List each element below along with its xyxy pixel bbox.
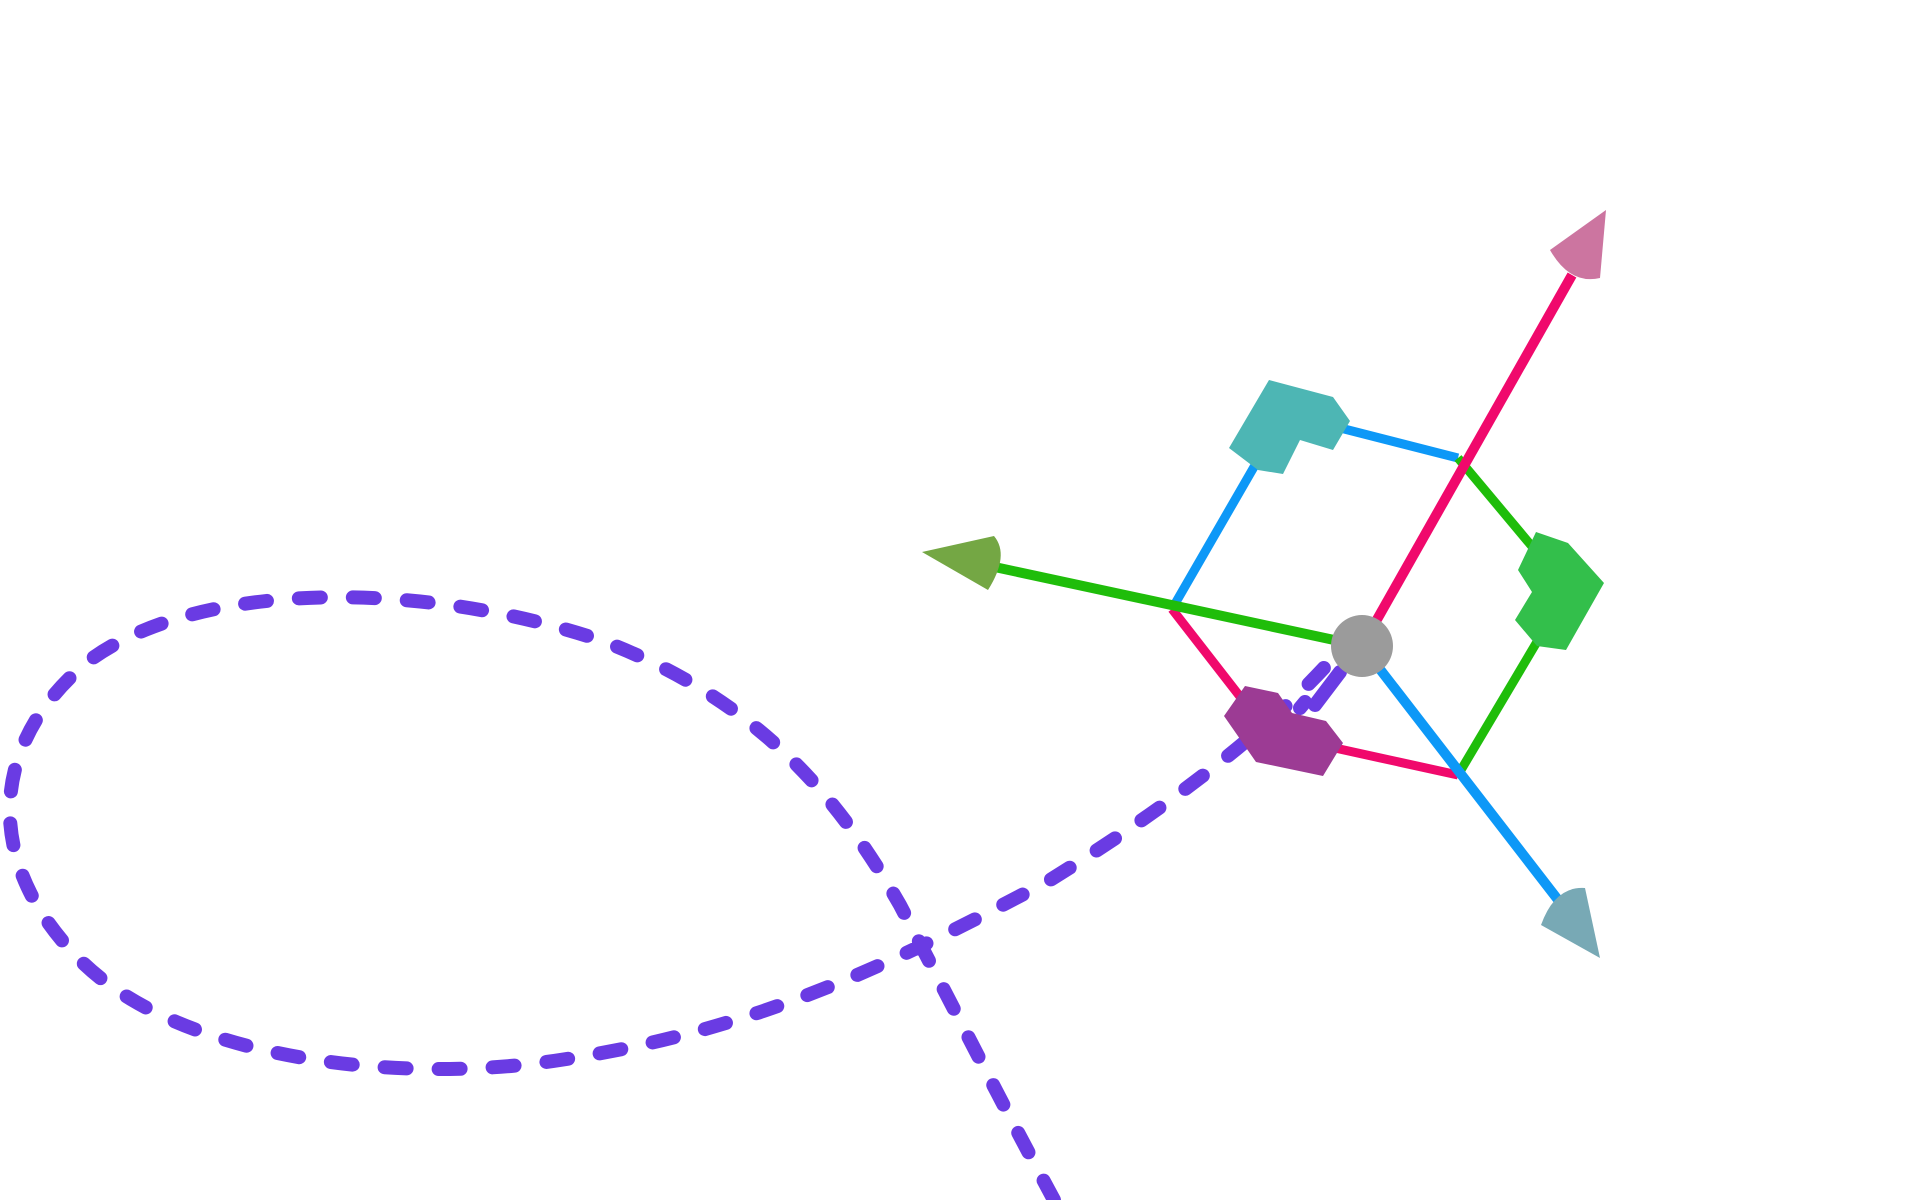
z-axis-plane-edge-lower — [1168, 457, 1262, 612]
trajectory-path — [3, 590, 1347, 1200]
y-axis-plane-edge-upper — [1454, 455, 1539, 553]
y-plane-handle[interactable] — [1515, 532, 1604, 650]
x-axis-line — [1357, 272, 1577, 649]
y-axis-plane-edge-lower — [1454, 627, 1548, 778]
z-plane-handle[interactable] — [1229, 380, 1350, 474]
x-plane-handle[interactable] — [1224, 686, 1343, 776]
trajectory-path-segment — [1308, 665, 1347, 712]
z-axis-arrowhead[interactable] — [1541, 887, 1600, 958]
y-axis-line — [988, 561, 1364, 651]
x-axis-plane-edge-lower — [1334, 743, 1459, 780]
x-axis-plane-edge-upper — [1168, 606, 1256, 715]
x-axis-arrowhead[interactable] — [1550, 210, 1606, 280]
origin-handle[interactable] — [1331, 615, 1393, 677]
trajectory-path-segment — [1293, 695, 1312, 715]
y-axis-arrowhead[interactable] — [922, 536, 1001, 590]
z-axis-line — [1358, 642, 1566, 909]
